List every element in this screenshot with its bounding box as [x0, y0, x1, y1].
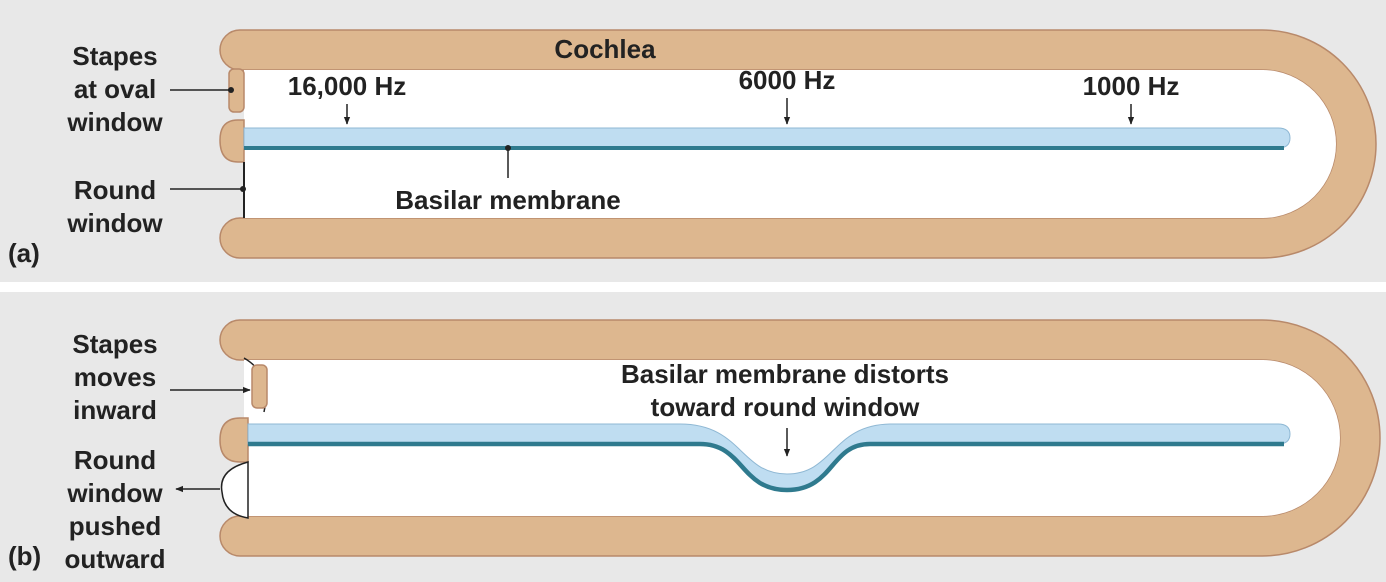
- round-window-label-a: Round window: [55, 174, 175, 240]
- stapes-b: [251, 364, 268, 409]
- stapes-leader-dot-a: [228, 87, 234, 93]
- distortion-label-line-1: Basilar membrane distorts: [620, 359, 949, 389]
- cochlear-fluid-end-b: [1258, 360, 1340, 516]
- round-window-pushed-line-1: Round: [73, 445, 157, 475]
- round-window-label-line-2: window: [67, 208, 163, 238]
- stapes-label-line-2: at oval: [73, 74, 157, 104]
- basilar-membrane-label: Basilar membrane: [395, 185, 621, 215]
- distortion-label-line-2: toward round window: [650, 392, 920, 422]
- stapes-label-line-1: Stapes: [72, 41, 158, 71]
- stapes-moves-line-3: inward: [73, 395, 157, 425]
- round-window-pushed-line-4: outward: [64, 544, 166, 574]
- cochlear-fluid-end-a: [1258, 70, 1336, 218]
- stapes-moves-line-2: moves: [73, 362, 157, 392]
- panel-a-label: (a): [8, 238, 40, 268]
- stapes-label-line-3: window: [67, 107, 163, 137]
- cochlea-title: Cochlea: [554, 34, 656, 64]
- round-window-pushed-line-2: window: [67, 478, 163, 508]
- stapes-moves-line-1: Stapes: [72, 329, 158, 359]
- panel-b-label: (b): [8, 541, 42, 571]
- freq-label-16000: 16,000 Hz: [287, 71, 407, 101]
- freq-label-6000: 6000 Hz: [738, 65, 836, 95]
- membrane-leader-dot-a: [505, 145, 511, 151]
- stapes-oval-window-label: Stapes at oval window: [55, 40, 175, 139]
- oval-window-bone-a: [219, 119, 245, 163]
- round-window-pushed-label: Round window pushed outward: [50, 444, 180, 576]
- freq-label-1000: 1000 Hz: [1082, 71, 1180, 101]
- stapes-moves-label: Stapes moves inward: [55, 328, 175, 427]
- basilar-membrane-a: [243, 127, 1291, 149]
- round-window-pushed-line-3: pushed: [68, 511, 162, 541]
- basilar-membrane-edge-b: [248, 441, 1284, 493]
- round-window-bulge-b: [220, 461, 249, 519]
- round-window-label-line-1: Round: [73, 175, 157, 205]
- round-window-leader-dot-a: [240, 186, 246, 192]
- distortion-label: Basilar membrane distorts toward round w…: [560, 358, 1010, 424]
- oval-window-bone-b: [219, 417, 249, 463]
